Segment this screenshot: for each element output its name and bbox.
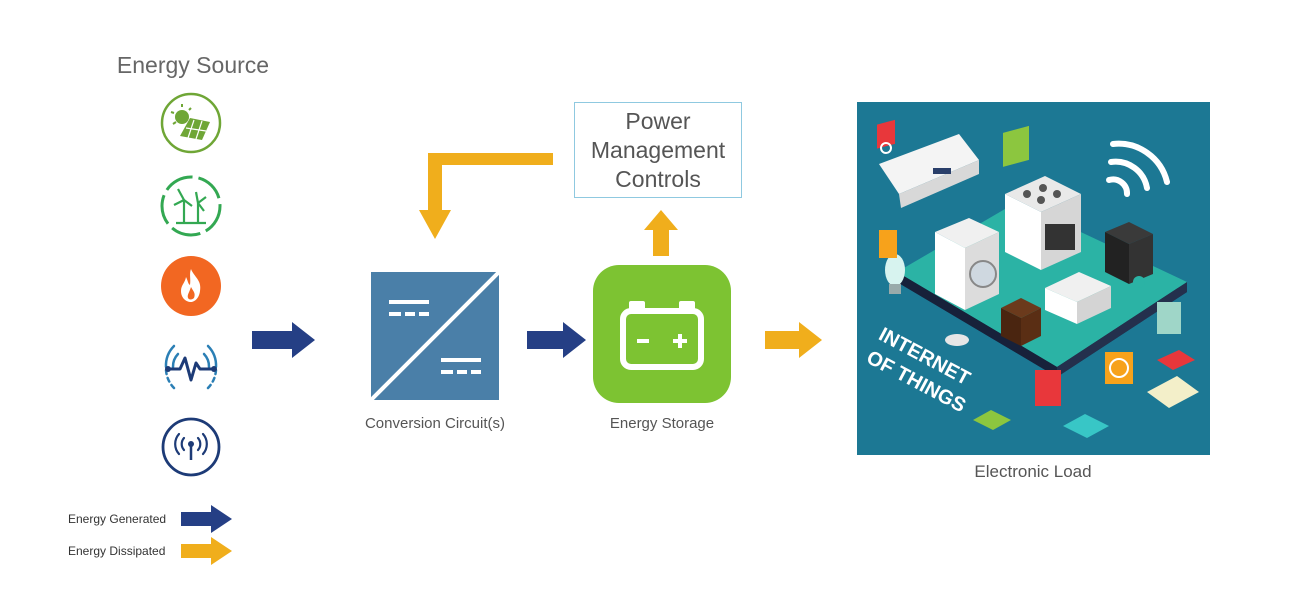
fire-icon xyxy=(160,255,222,317)
controls-feedback-arrow xyxy=(418,148,554,240)
conversion-circuit-block xyxy=(371,272,499,400)
radio-signal-icon xyxy=(160,416,222,478)
vibration-icon xyxy=(160,336,222,398)
legend-generated-label: Energy Generated xyxy=(68,512,167,526)
legend-dissipated-arrow xyxy=(181,537,233,565)
energy-source-title: Energy Source xyxy=(116,52,270,78)
electronic-load-label: Electronic Load xyxy=(974,462,1092,481)
conversion-to-storage-arrow xyxy=(527,322,587,358)
energy-storage-block xyxy=(593,265,731,403)
storage-to-controls-arrow xyxy=(644,210,678,256)
internet-of-things-image: INTERNET OF THINGS xyxy=(857,102,1210,455)
wind-turbine-icon xyxy=(160,175,222,237)
conversion-circuit-label: Conversion Circuit(s) xyxy=(364,415,506,432)
storage-to-load-arrow xyxy=(765,322,823,358)
solar-panel-icon xyxy=(160,92,222,154)
legend-dissipated-label: Energy Dissipated xyxy=(68,544,166,558)
energy-storage-label: Energy Storage xyxy=(609,415,715,432)
legend-generated-arrow xyxy=(181,505,233,533)
energy-generated-arrow xyxy=(252,322,316,358)
